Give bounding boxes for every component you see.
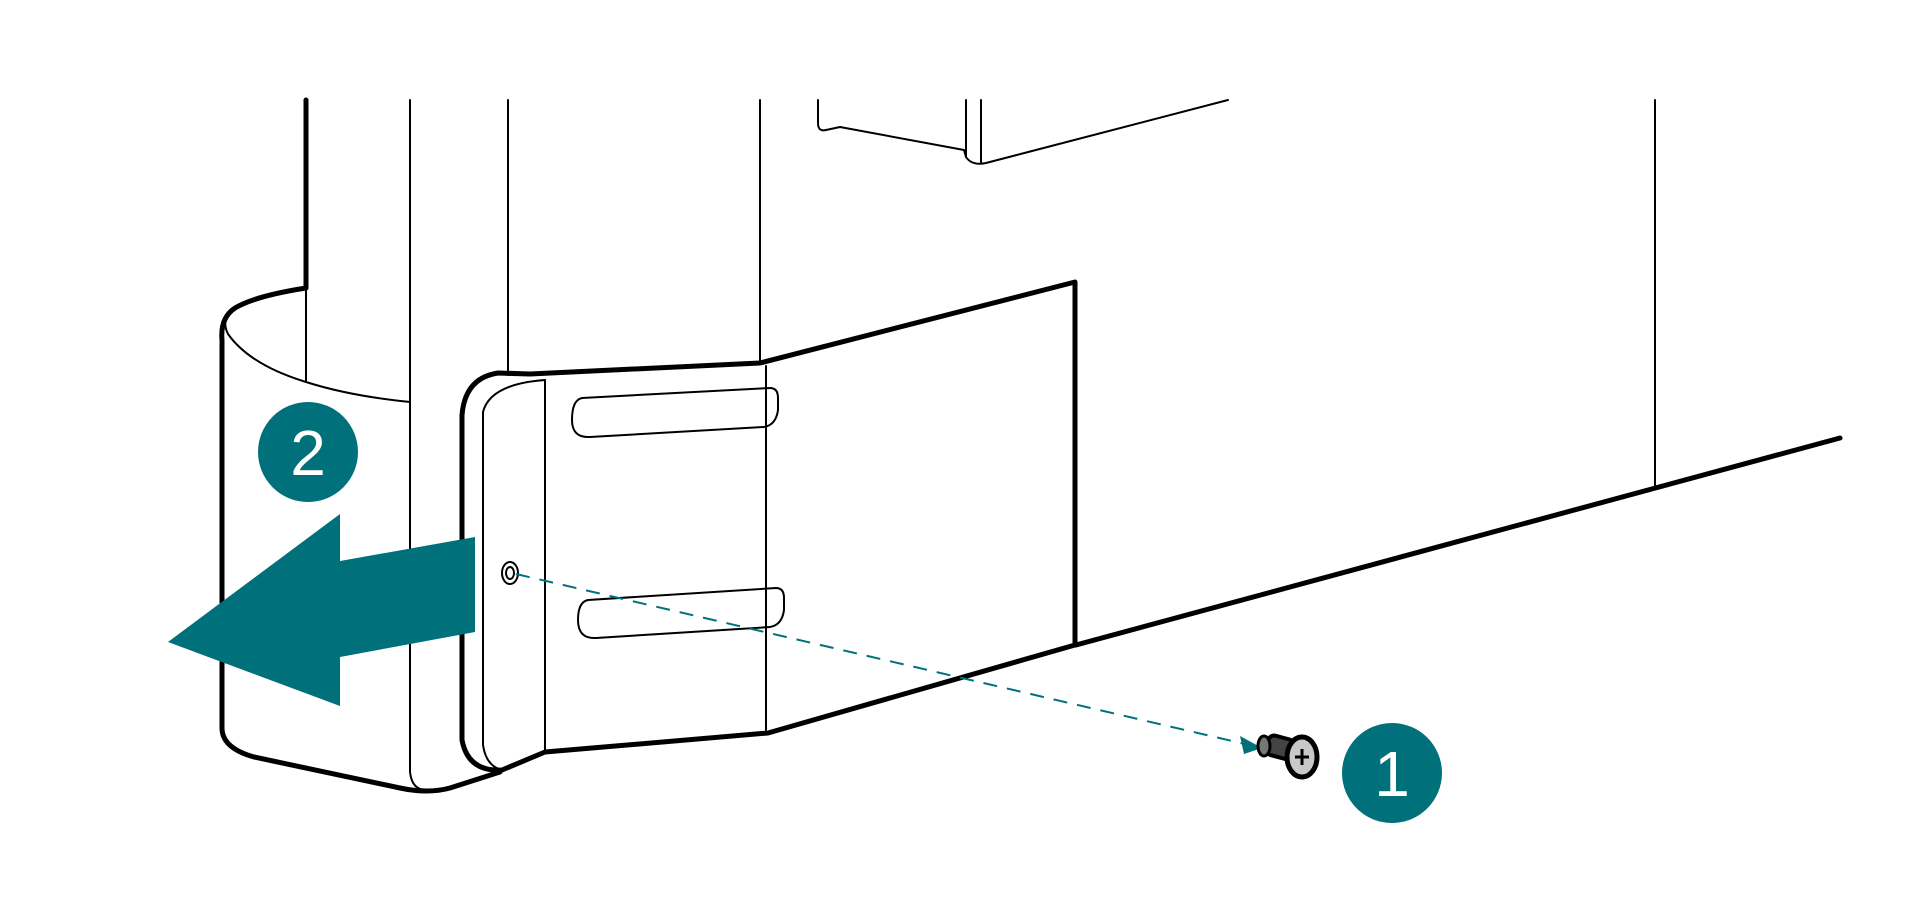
screw-hole-inner: [505, 566, 515, 580]
step-badge-circle: [1342, 723, 1442, 823]
screw-hole: [501, 561, 519, 585]
step-badge-2: 2: [258, 402, 358, 502]
enclosure-outline: [409, 99, 1843, 648]
side-panel-fill: [459, 279, 1078, 773]
panel-slot-upper: [571, 387, 779, 439]
screw-guide-dashed-line: [515, 573, 1246, 745]
base-edge-line: [1073, 435, 1843, 648]
screw-tip: [1256, 734, 1272, 758]
cylinder-top-curve: [224, 287, 411, 403]
screw-icon: [1256, 733, 1320, 780]
guide-arrowhead: [1240, 736, 1262, 754]
arrow-left-icon: [168, 514, 475, 706]
panel-slot-lower: [577, 587, 785, 640]
step-badge-1: 1: [1342, 723, 1442, 823]
step-number-1: 1: [1374, 738, 1410, 810]
step-number-2: 2: [290, 417, 326, 489]
side-panel: [459, 279, 1078, 773]
top-bracket-outline: [817, 99, 1229, 165]
panel-inner-edge: [482, 379, 546, 771]
cylinder-body: [219, 97, 503, 794]
cylinder-seam-line: [409, 391, 427, 791]
step-badge-circle: [258, 402, 358, 502]
